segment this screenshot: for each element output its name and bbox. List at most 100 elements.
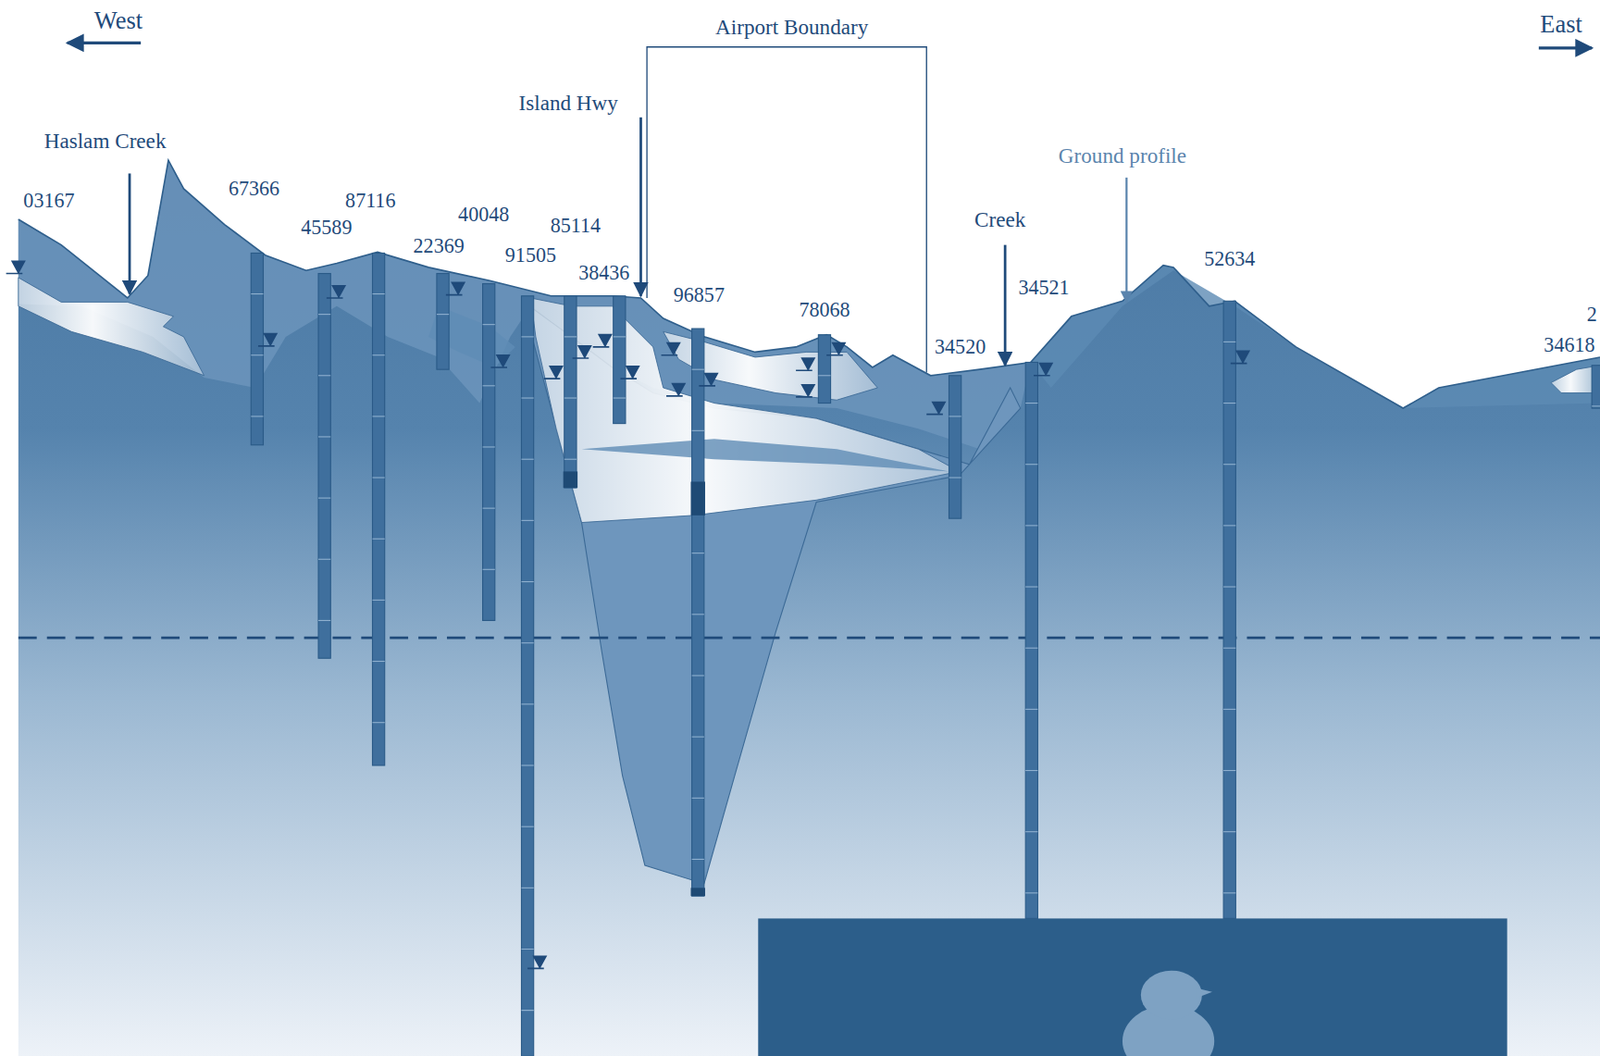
direction-label: East <box>1539 12 1583 37</box>
well-number: 96857 <box>673 285 725 306</box>
well-interval <box>1223 341 1236 343</box>
water-level-symbol <box>826 343 845 356</box>
well-interval <box>1223 463 1236 465</box>
well-interval <box>818 374 831 376</box>
well-interval <box>1025 402 1038 404</box>
well-interval <box>372 599 385 601</box>
haslam-creek-pointer <box>128 173 132 294</box>
well-interval <box>372 660 385 662</box>
water-level-group <box>6 260 1250 968</box>
well-interval <box>692 369 705 371</box>
well-log <box>948 375 961 519</box>
datum-line <box>18 636 1600 640</box>
creek-pointer <box>1004 245 1007 366</box>
well-log <box>1223 300 1236 918</box>
water-level-symbol <box>661 343 681 356</box>
well-interval <box>1223 769 1236 771</box>
well-interval <box>483 384 496 386</box>
water-level-symbol <box>544 366 563 379</box>
aquifer-lens <box>530 297 959 523</box>
well-interval <box>520 642 534 644</box>
well-interval <box>564 396 577 398</box>
well-interval <box>1223 892 1236 894</box>
water-level-symbol <box>1230 350 1250 363</box>
well-number: 03167 <box>23 189 75 211</box>
well-number: 2 <box>1587 304 1598 325</box>
road-label: Island Hwy <box>518 92 618 114</box>
well-number: 22369 <box>413 235 465 257</box>
well-interval <box>520 826 534 828</box>
well-log <box>520 296 534 1056</box>
water-level-symbol <box>620 366 639 379</box>
well-interval <box>948 415 961 417</box>
well-interval <box>1591 405 1600 407</box>
well-log <box>372 252 385 766</box>
well-number: 38436 <box>578 261 630 283</box>
well-interval <box>520 887 534 889</box>
well-interval <box>520 396 534 398</box>
well-interval <box>692 552 705 554</box>
direction-label: West <box>94 8 143 33</box>
well-number: 34618 <box>1543 334 1595 356</box>
well-interval <box>372 354 385 356</box>
well-log <box>613 296 626 424</box>
water-level-symbol <box>593 334 612 348</box>
well-interval <box>1223 708 1236 710</box>
well-interval <box>948 477 961 479</box>
water-level-symbol <box>572 346 592 359</box>
well-log <box>818 334 831 404</box>
creek-label: Creek <box>974 210 1026 232</box>
water-level-symbol <box>490 355 509 368</box>
water-level-symbol <box>258 334 277 347</box>
well-interval <box>1223 402 1236 404</box>
well-number: 78068 <box>798 298 850 320</box>
well-interval <box>250 415 263 417</box>
water-level-symbol <box>698 373 718 386</box>
well-interval <box>436 313 449 315</box>
water-level-symbol <box>527 955 546 968</box>
well-interval <box>318 435 331 437</box>
well-interval <box>372 721 385 723</box>
well-number: 91505 <box>505 245 557 266</box>
well-log <box>692 328 705 896</box>
well-interval <box>692 613 705 615</box>
well-interval <box>692 858 705 860</box>
well-screen <box>563 471 578 488</box>
island-hwy-pointer <box>639 117 643 297</box>
aquifer-lens <box>18 277 205 376</box>
well-log <box>1591 365 1600 409</box>
well-interval <box>483 446 496 447</box>
well-interval <box>1025 585 1038 587</box>
well-interval <box>564 458 577 460</box>
well-interval <box>692 736 705 738</box>
boundary-label: Airport Boundary <box>715 16 869 38</box>
well-interval <box>318 620 331 621</box>
well-interval <box>372 293 385 295</box>
well-interval <box>483 569 496 571</box>
well-interval <box>520 948 534 950</box>
well-group <box>250 252 1600 1056</box>
creek-label: Haslam Creek <box>44 131 167 153</box>
ground-profile-pointer <box>1125 177 1128 303</box>
water-level-symbol <box>795 358 815 371</box>
well-interval <box>1025 769 1038 771</box>
well-interval <box>520 458 534 460</box>
well-interval <box>318 497 331 499</box>
well-interval <box>520 335 534 337</box>
well-log <box>436 273 449 371</box>
well-screen <box>691 481 706 515</box>
well-interval <box>1025 831 1038 832</box>
well-log <box>318 273 331 659</box>
well-interval <box>1025 463 1038 465</box>
well-interval <box>692 430 705 432</box>
well-log <box>1025 361 1038 918</box>
well-log <box>564 296 577 488</box>
well-interval <box>520 1009 534 1011</box>
well-screen <box>691 887 706 896</box>
airport-boundary-bracket <box>646 47 927 373</box>
well-interval <box>372 477 385 479</box>
well-interval <box>564 335 577 337</box>
well-number: 40048 <box>458 204 509 225</box>
